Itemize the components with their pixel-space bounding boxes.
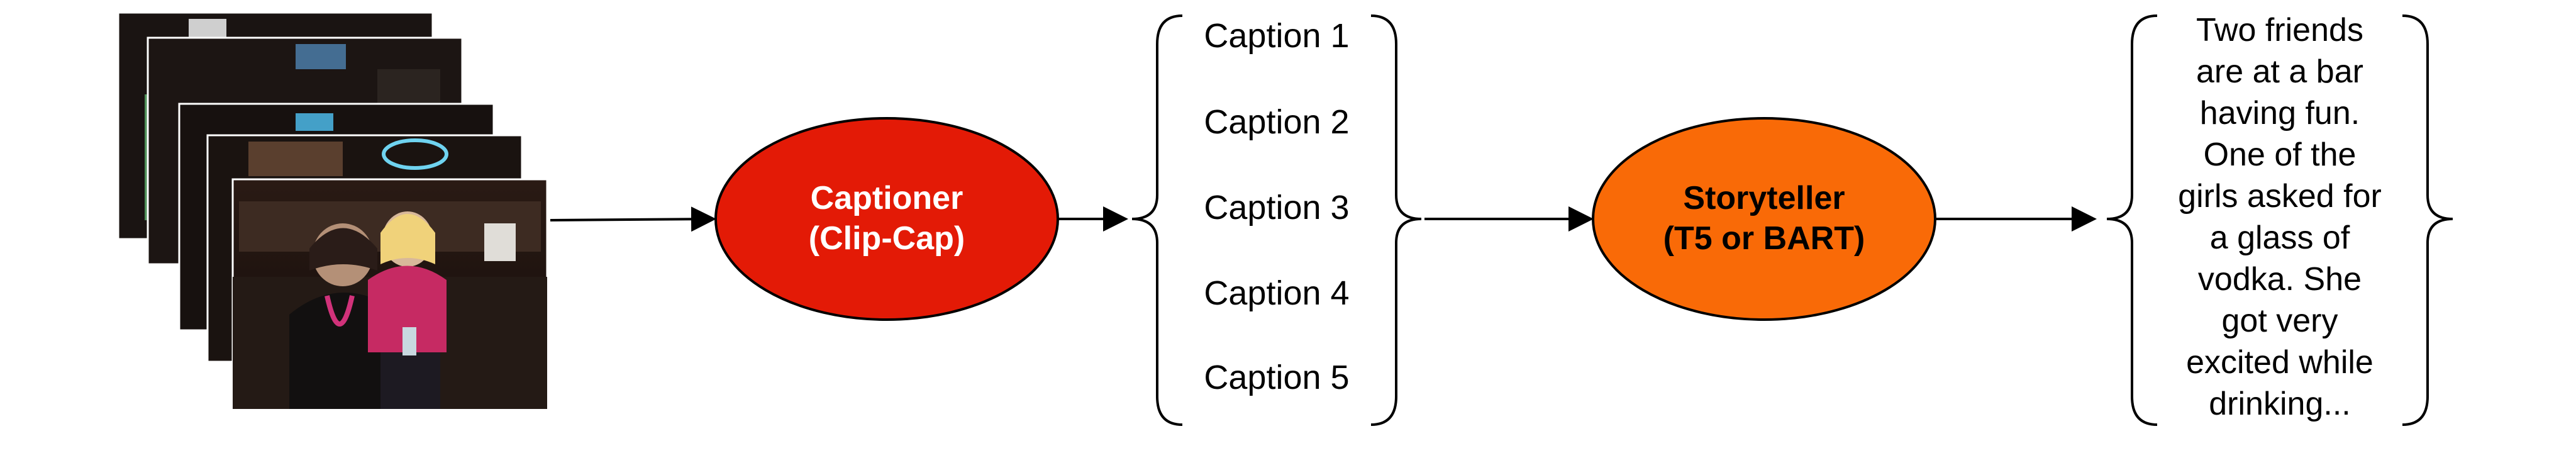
caption-item: Caption 2 <box>1204 103 1349 141</box>
left-brace-captions <box>1131 14 1183 426</box>
story-line: girls asked for <box>2178 178 2382 215</box>
story-line: excited while <box>2186 344 2373 381</box>
caption-item: Caption 1 <box>1204 17 1349 55</box>
captioner-node: Captioner (Clip-Cap) <box>714 117 1059 321</box>
caption-item: Caption 3 <box>1204 189 1349 226</box>
captioner-subtitle: (Clip-Cap) <box>809 220 965 257</box>
photo-stack-icon <box>117 11 548 410</box>
storyteller-title: Storyteller <box>1683 180 1845 216</box>
left-brace-story <box>2106 14 2158 426</box>
story-line: having fun. <box>2200 95 2360 131</box>
arrow-photos-to-captioner <box>550 206 716 232</box>
story-line: a glass of <box>2210 220 2350 256</box>
story-output: Two friends are at a bar having fun. One… <box>2178 12 2382 422</box>
story-line: One of the <box>2204 137 2357 173</box>
story-line: vodka. She <box>2198 261 2362 298</box>
storyteller-subtitle: (T5 or BART) <box>1663 220 1865 257</box>
right-brace-story <box>2402 14 2453 426</box>
story-line: are at a bar <box>2196 53 2363 90</box>
story-line: got very <box>2222 303 2338 339</box>
captioner-title: Captioner <box>811 180 963 216</box>
story-line: drinking... <box>2209 386 2350 422</box>
storyteller-node: Storyteller (T5 or BART) <box>1592 117 1936 321</box>
caption-item: Caption 4 <box>1204 274 1349 312</box>
caption-item: Caption 5 <box>1204 359 1349 396</box>
captions-list: Caption 1 Caption 2 Caption 3 Caption 4 … <box>1204 17 1349 396</box>
photo-frame-5 <box>231 178 548 410</box>
story-line: Two friends <box>2196 12 2363 48</box>
right-brace-captions <box>1370 14 1422 426</box>
